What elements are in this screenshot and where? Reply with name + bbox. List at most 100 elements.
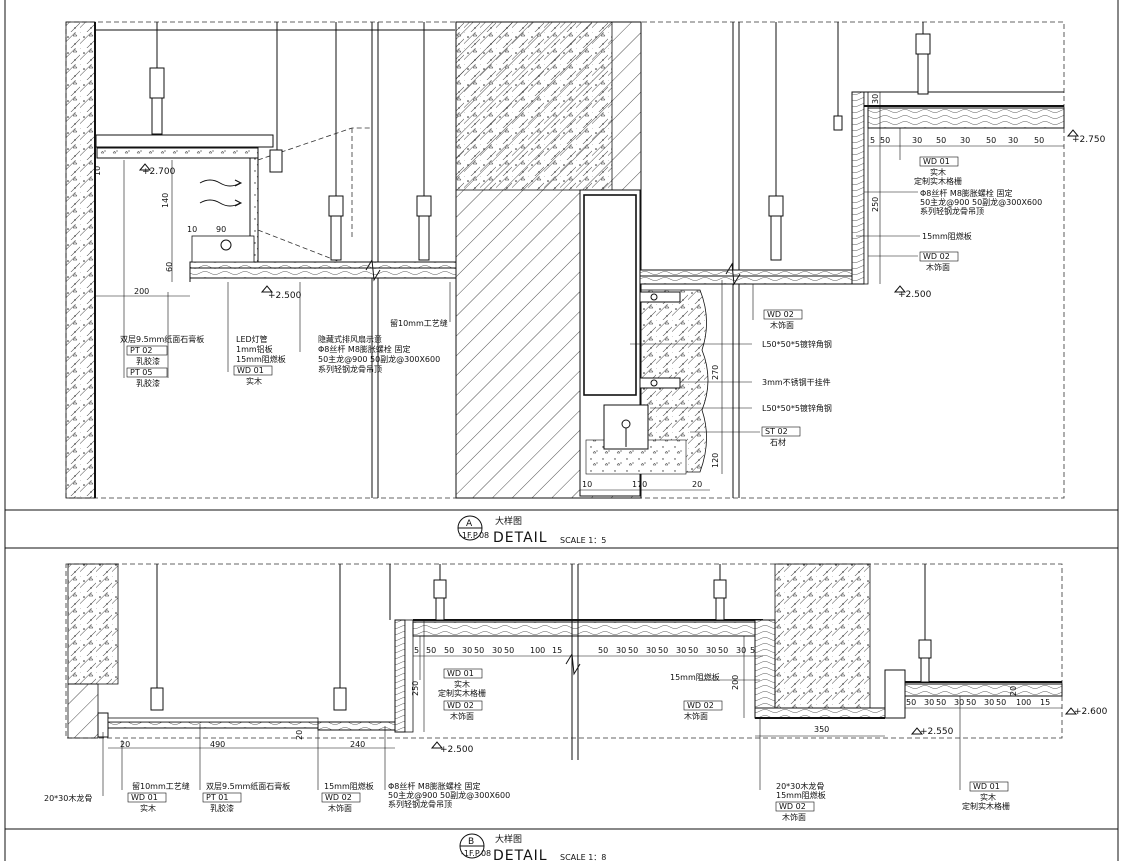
detail-b-title-en: DETAIL [493, 848, 548, 861]
note-b-keel-wood2: 20*30木龙骨 [776, 781, 824, 791]
note-a-c-wd02-code: WD 02 [767, 310, 794, 319]
note-b-m-wd01-code: WD 01 [447, 669, 474, 678]
note-b-r-wd01-code: WD 01 [973, 782, 1000, 791]
detail-a-levels: +2.700 +2.500 +2.750 +2.500 [142, 135, 1106, 301]
note-a-r-wd02-code: WD 02 [923, 252, 950, 261]
dim-a-r1: 50 [880, 136, 890, 145]
dim-b-r2: 50 [936, 698, 946, 707]
detail-b-title-cn: 大样图 [495, 833, 522, 845]
note-b-m-wd01-name1: 实木 [454, 679, 470, 689]
note-b-m-wd01-name2: 定制实木格栅 [438, 688, 486, 698]
note-b-fireproof3: 15mm阻燃板 [776, 790, 826, 800]
note-a-r-wd01-name1: 实木 [930, 167, 946, 177]
dim-a-30: 30 [871, 94, 880, 104]
note-a-c-wd02-name: 木饰面 [770, 320, 794, 330]
dim-b-m13: 15 [552, 646, 562, 655]
dim-b-n12: 5 [750, 646, 755, 655]
dim-b-490: 490 [210, 740, 225, 749]
detail-a-title: A -1F.P.08 大样图 DETAIL SCALE 1：5 [457, 515, 606, 546]
note-a-pt05-name: 乳胶漆 [136, 378, 160, 388]
left-concrete-wall [65, 21, 96, 499]
dim-b-m2: 50 [444, 646, 454, 655]
note-a-steel1: L50*50*5镀锌角钢 [762, 339, 832, 349]
level-b-2500: +2.500 [440, 745, 474, 755]
note-a-r-wd01-name2: 定制实木格栅 [914, 176, 962, 186]
note-b-m-wd02-code: WD 02 [447, 701, 474, 710]
note-b-anchor: Φ8丝杆 M8膨胀螺栓 固定 [388, 781, 480, 791]
level-a-2750: +2.750 [1072, 135, 1106, 145]
level-a-2500-left: +2.500 [268, 291, 302, 301]
dim-a-r4: 30 [960, 136, 970, 145]
level-a-2500-right: +2.500 [898, 290, 932, 300]
note-a-pt05-code: PT 05 [130, 368, 152, 377]
dim-a-10: 10 [187, 225, 197, 234]
detail-b-notes: 20*30木龙骨 留10mm工艺缝 WD 01 实木 双层9.5mm纸面石膏板 … [44, 668, 1010, 822]
dim-a-140: 140 [161, 193, 170, 208]
note-a-pt02-name: 乳胶漆 [136, 356, 160, 366]
dim-a-60: 60 [165, 262, 174, 272]
dim-b-m4: 50 [474, 646, 484, 655]
note-b-m-wd02-name: 木饰面 [450, 711, 474, 721]
dim-a-200: 200 [134, 287, 149, 296]
note-b-keel1: 50主龙@900 50副龙@300X600 [388, 790, 510, 800]
note-b-fireproof2: 15mm阻燃板 [670, 672, 720, 682]
dim-a-90: 90 [216, 225, 226, 234]
dim-a-r3: 50 [936, 136, 946, 145]
note-b-fireproof: 15mm阻燃板 [324, 781, 374, 791]
dim-b-240: 240 [350, 740, 365, 749]
note-a-groove: 留10mm工艺缝 [390, 318, 448, 328]
dim-a-r5: 50 [986, 136, 996, 145]
note-a-r-fireproof: 15mm阻燃板 [922, 231, 972, 241]
level-b-2550: +2.550 [920, 727, 954, 737]
detail-b-badge-ref: -1F.P.08 [461, 849, 491, 858]
note-a-anchor: Φ8丝杆 M8膨胀螺栓 固定 [318, 344, 410, 354]
dim-a-r6: 30 [1008, 136, 1018, 145]
dim-b-n9: 30 [736, 646, 746, 655]
detail-b-dimensions: 20 490 240 20 250 5 50 50 30 50 30 50 10… [120, 646, 1050, 749]
detail-b-leaders [102, 636, 961, 796]
note-a-r-anchor: Φ8丝杆 M8膨胀螺栓 固定 [920, 188, 1012, 198]
note-a-steel2: L50*50*5镀锌角钢 [762, 403, 832, 413]
dim-a-10c: 10 [582, 480, 592, 489]
note-a-exhaust: 隐藏式排风扇示意 [318, 334, 382, 344]
note-b-pt01-code: PT 01 [206, 793, 228, 802]
dim-a-r2: 30 [912, 136, 922, 145]
note-a-keel1: 50主龙@900 50副龙@300X600 [318, 354, 440, 364]
dim-b-r7: 100 [1016, 698, 1031, 707]
note-b-wd02b-name: 木饰面 [684, 711, 708, 721]
note-a-wd01-name: 实木 [246, 376, 262, 386]
right-concrete-column-b [774, 563, 871, 715]
dim-a-250: 250 [871, 197, 880, 212]
dim-b-m3: 30 [462, 646, 472, 655]
detail-a-drawing [65, 21, 1080, 499]
note-b-r-wd01-name1: 实木 [980, 792, 996, 802]
airflow-arrows [199, 179, 243, 207]
note-a-r-keel2: 系列轻钢龙骨吊顶 [920, 206, 984, 216]
dim-a-10b: 10 [93, 166, 102, 176]
note-b-wd02c-code: WD 02 [779, 802, 806, 811]
note-a-st02-code: ST 02 [765, 427, 788, 436]
detail-a-notes: 双层9.5mm纸面石膏板 PT 02 乳胶漆 PT 05 乳胶漆 LED灯管 1… [120, 156, 1042, 447]
left-concrete-wall-b [67, 563, 119, 685]
note-a-r-wd01-code: WD 01 [923, 157, 950, 166]
note-b-wd02-code: WD 02 [325, 793, 352, 802]
dim-b-m6: 50 [504, 646, 514, 655]
dim-b-n1: 30 [616, 646, 626, 655]
dim-b-n5: 30 [676, 646, 686, 655]
note-b-wd02b-code: WD 02 [687, 701, 714, 710]
note-a-r-keel1: 50主龙@900 50副龙@300X600 [920, 197, 1042, 207]
dim-b-n2: 50 [628, 646, 638, 655]
note-a-hanger: 3mm不锈钢干挂件 [762, 377, 831, 387]
note-b-wd02-name: 木饰面 [328, 803, 352, 813]
dim-a-120: 120 [711, 453, 720, 468]
dim-a-20: 20 [692, 480, 702, 489]
detail-b-levels: +2.500 +2.550 +2.600 [440, 707, 1108, 755]
note-b-r-wd01-name2: 定制实木格栅 [962, 801, 1010, 811]
note-b-keel-wood: 20*30木龙骨 [44, 793, 92, 803]
detail-a-dimensions: 140 60 10 90 200 10 5 50 30 50 30 50 30 … [93, 94, 1044, 489]
detail-a-title-en: DETAIL [493, 530, 548, 546]
detail-a-badge-ref: -1F.P.08 [459, 531, 489, 540]
led-light-box [96, 147, 259, 159]
note-b-wd01-name: 实木 [140, 803, 156, 813]
